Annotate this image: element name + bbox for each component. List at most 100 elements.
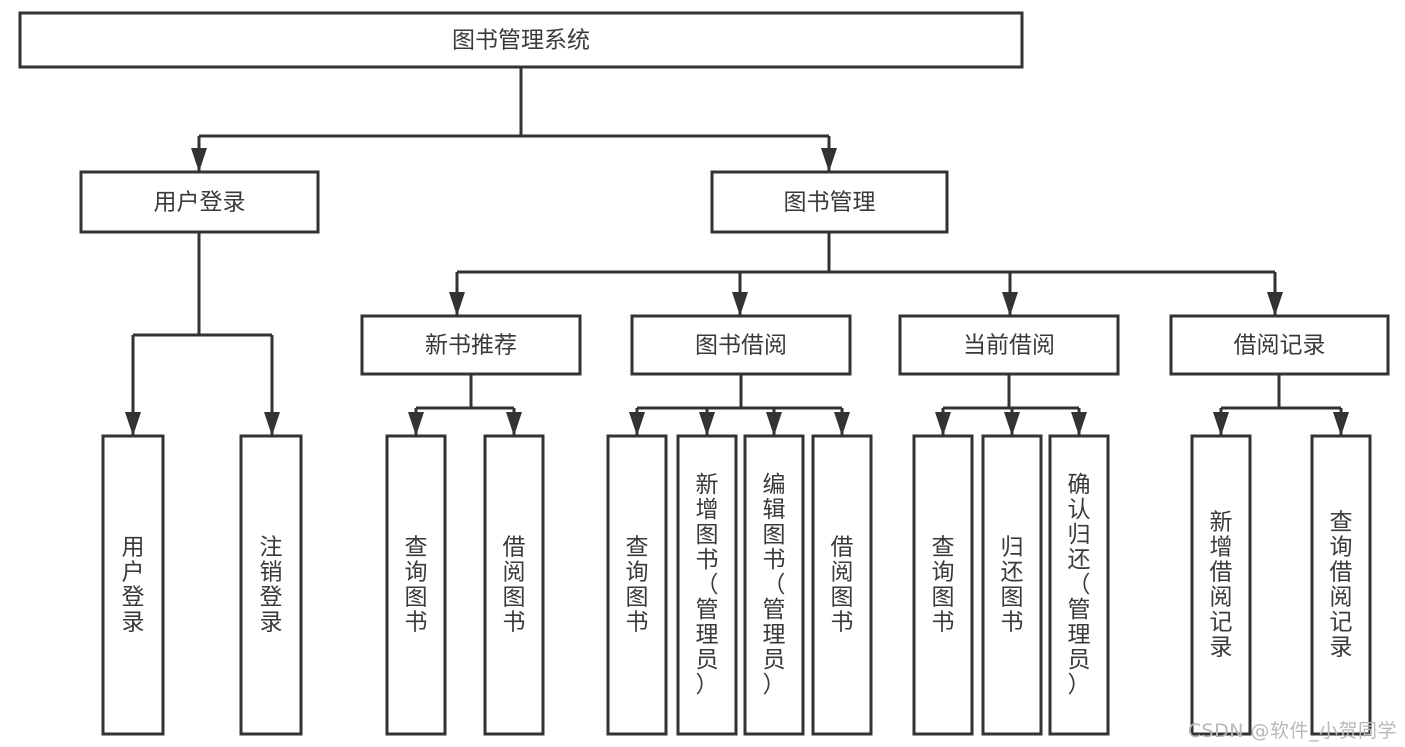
arrow-head-icon [834, 412, 850, 436]
connector-borrow-to-leaf1 [629, 408, 645, 436]
arrow-head-icon [821, 148, 837, 172]
node-box[interactable] [1190, 434, 1252, 736]
node-label: 用户登录 [154, 190, 246, 216]
connector-borrow-to-leaf3 [766, 408, 782, 436]
node-box[interactable] [79, 170, 320, 234]
node-leaf-query-book-borrow[interactable]: 查询图书 [606, 434, 668, 736]
node-current-borrow[interactable]: 当前借阅 [898, 314, 1120, 376]
node-book-borrow[interactable]: 图书借阅 [630, 314, 852, 376]
arrow-head-icon [449, 292, 465, 316]
connector-borrow-to-leaf4 [834, 408, 850, 436]
arrow-head-icon [935, 412, 951, 436]
node-box[interactable] [630, 314, 852, 376]
node-label: 新增图书（管理员） [696, 472, 719, 698]
node-box[interactable] [18, 11, 1024, 69]
connectors-layer [125, 67, 1349, 436]
connector-current-to-leaf1 [935, 408, 951, 436]
connector-current-to-leaf3 [1071, 408, 1087, 436]
node-leaf-query-book-recommend[interactable]: 查询图书 [385, 434, 447, 736]
connector-bm-to-current [1002, 272, 1018, 316]
node-label: 新增借阅记录 [1210, 509, 1233, 660]
node-label: 借阅记录 [1234, 333, 1326, 359]
node-box[interactable] [1169, 314, 1390, 376]
node-user-login[interactable]: 用户登录 [79, 170, 320, 234]
node-leaf-query-borrow-record[interactable]: 查询借阅记录 [1310, 434, 1372, 736]
node-label: 查询图书 [932, 534, 955, 635]
node-label: 注销登录 [260, 534, 283, 635]
connector-borrow-to-leaf2 [699, 408, 715, 436]
node-new-book-recommend[interactable]: 新书推荐 [360, 314, 582, 376]
node-label: 编辑图书（管理员） [763, 472, 786, 698]
node-box[interactable] [385, 434, 447, 736]
node-leaf-add-book[interactable]: 新增图书（管理员） [676, 434, 738, 736]
node-box[interactable] [483, 434, 545, 736]
node-leaf-confirm-return[interactable]: 确认归还（管理员） [1048, 434, 1110, 736]
node-leaf-borrow-book[interactable]: 借阅图书 [811, 434, 873, 736]
node-box[interactable] [360, 314, 582, 376]
node-leaf-return-book[interactable]: 归还图书 [981, 434, 1043, 736]
node-leaf-edit-book[interactable]: 编辑图书（管理员） [743, 434, 805, 736]
node-box[interactable] [981, 434, 1043, 736]
node-box[interactable] [912, 434, 974, 736]
connector-bm-to-recommend [449, 272, 465, 316]
node-box[interactable] [676, 434, 738, 736]
node-box[interactable] [1048, 434, 1110, 736]
arrow-head-icon [699, 412, 715, 436]
node-box[interactable] [710, 170, 949, 234]
node-label: 查询图书 [405, 534, 428, 635]
arrow-head-icon [1267, 292, 1283, 316]
arrow-head-icon [1004, 412, 1020, 436]
connector-current-to-leaf2 [1004, 408, 1020, 436]
arrow-head-icon [191, 148, 207, 172]
node-book-management[interactable]: 图书管理 [710, 170, 949, 234]
connector-bm-to-borrow [732, 272, 748, 316]
node-box[interactable] [239, 434, 303, 736]
node-label: 新书推荐 [425, 333, 517, 359]
node-label: 归还图书 [1001, 534, 1024, 635]
node-leaf-add-borrow-record[interactable]: 新增借阅记录 [1190, 434, 1252, 736]
connector-records-to-leaf2 [1333, 408, 1349, 436]
connector-records-to-leaf1 [1213, 408, 1229, 436]
connector-root-to-book-management [821, 136, 837, 172]
arrow-head-icon [1213, 412, 1229, 436]
node-label: 借阅图书 [831, 534, 854, 635]
arrow-head-icon [264, 412, 280, 436]
node-box[interactable] [1310, 434, 1372, 736]
arrow-head-icon [1333, 412, 1349, 436]
csdn-watermark: CSDN @软件_小贺同学 [1187, 720, 1397, 742]
arrow-head-icon [125, 412, 141, 436]
node-box[interactable] [743, 434, 805, 736]
connector-recommend-to-leaf1 [408, 408, 424, 436]
node-leaf-query-book-current[interactable]: 查询图书 [912, 434, 974, 736]
node-label: 借阅图书 [503, 534, 526, 635]
node-box[interactable] [898, 314, 1120, 376]
arrow-head-icon [732, 292, 748, 316]
node-label: 图书管理系统 [452, 28, 590, 54]
node-label: 用户登录 [122, 534, 145, 635]
connector-root-to-user-login [191, 136, 207, 172]
connector-bm-to-records [1267, 272, 1283, 316]
connector-user-login-to-leaf1 [125, 335, 141, 436]
arrow-head-icon [1002, 292, 1018, 316]
node-label: 图书管理 [784, 190, 876, 216]
node-label: 图书借阅 [695, 333, 787, 359]
node-leaf-borrow-book-recommend[interactable]: 借阅图书 [483, 434, 545, 736]
node-label: 当前借阅 [963, 333, 1055, 359]
node-borrow-records[interactable]: 借阅记录 [1169, 314, 1390, 376]
node-root[interactable]: 图书管理系统 [18, 11, 1024, 69]
connector-user-login-to-leaf2 [264, 335, 280, 436]
node-box[interactable] [101, 434, 165, 736]
connector-recommend-to-leaf2 [506, 408, 522, 436]
node-label: 查询图书 [626, 534, 649, 635]
arrow-head-icon [629, 412, 645, 436]
node-leaf-user-logout[interactable]: 注销登录 [239, 434, 303, 736]
nodes-layer: 图书管理系统用户登录图书管理新书推荐图书借阅当前借阅借阅记录用户登录注销登录查询… [18, 11, 1390, 736]
arrow-head-icon [766, 412, 782, 436]
arrow-head-icon [1071, 412, 1087, 436]
node-leaf-user-login[interactable]: 用户登录 [101, 434, 165, 736]
node-box[interactable] [811, 434, 873, 736]
arrow-head-icon [408, 412, 424, 436]
node-box[interactable] [606, 434, 668, 736]
